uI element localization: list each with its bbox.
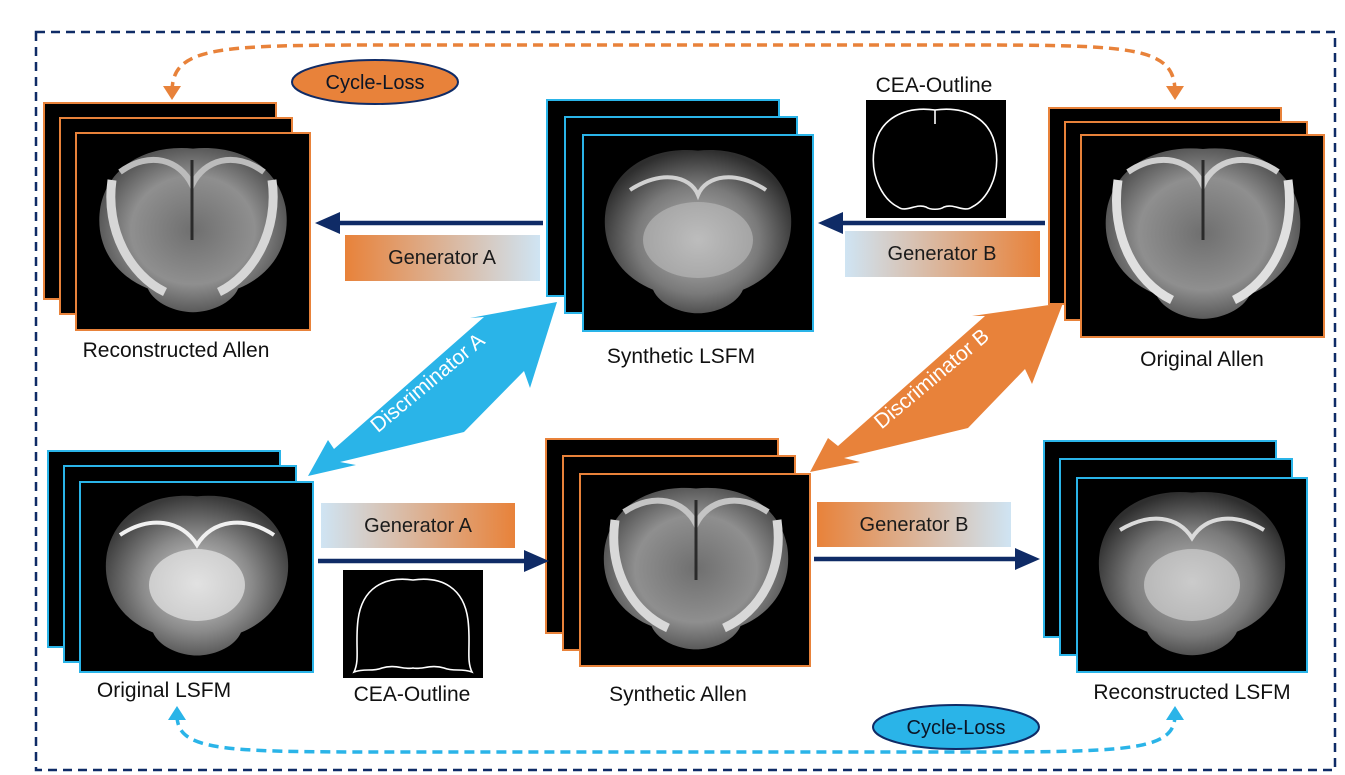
top-cycle-loss-arc xyxy=(170,43,1177,93)
bottom-cycle-loss-label: Cycle-Loss xyxy=(907,717,1006,739)
arrow-original-lsfm-to-synthetic-allen xyxy=(318,550,549,572)
outer-dashed-border xyxy=(34,30,1337,772)
generator-a-bottom-box: Generator A xyxy=(321,503,515,548)
cea-outline-bottom-image xyxy=(343,570,483,678)
cea-outline-top-image xyxy=(866,100,1006,218)
arrow-synthetic-lsfm-to-reconstructed-allen xyxy=(315,212,543,234)
reconstructed-lsfm-label: Reconstructed LSFM xyxy=(1093,681,1290,704)
reconstructed-allen-label: Reconstructed Allen xyxy=(83,339,270,362)
bottom-cycle-loss-oval: Cycle-Loss xyxy=(872,704,1040,750)
top-cycle-loss-label: Cycle-Loss xyxy=(326,72,425,94)
original-lsfm-brain-image xyxy=(105,495,289,656)
synthetic-lsfm-brain-image xyxy=(604,149,792,314)
original-allen-brain-image xyxy=(1105,148,1301,319)
original-allen-stack xyxy=(1048,107,1325,338)
reconstructed-allen-brain-image xyxy=(99,148,287,313)
reconstructed-lsfm-brain-image xyxy=(1098,492,1286,656)
generator-a-top-box: Generator A xyxy=(345,235,540,281)
arrow-synthetic-allen-to-reconstructed-lsfm xyxy=(814,548,1040,570)
generator-b-top-box: Generator B xyxy=(845,231,1040,277)
synthetic-allen-brain-image xyxy=(603,487,789,650)
reconstructed-lsfm-stack xyxy=(1043,440,1308,673)
discriminator-b-shape: Discriminator B xyxy=(810,303,1063,472)
bottom-cycle-arrowhead-left xyxy=(168,706,186,720)
arrow-original-allen-to-synthetic-lsfm xyxy=(818,212,1045,234)
bottom-cycle-arrowhead-right xyxy=(1166,706,1184,720)
generator-b-bottom-box: Generator B xyxy=(817,502,1011,547)
top-cycle-arrowhead-right xyxy=(1166,86,1184,100)
cea-outline-bottom-label: CEA-Outline xyxy=(354,683,471,706)
synthetic-lsfm-label: Synthetic LSFM xyxy=(607,345,755,368)
synthetic-allen-stack xyxy=(545,438,811,667)
original-lsfm-label: Original LSFM xyxy=(97,679,231,702)
synthetic-allen-label: Synthetic Allen xyxy=(609,683,747,706)
reconstructed-allen-stack xyxy=(43,102,311,331)
cea-outline-top-label: CEA-Outline xyxy=(876,74,993,97)
generator-b-bottom-label: Generator B xyxy=(860,514,969,536)
generator-a-bottom-label: Generator A xyxy=(364,515,473,537)
discriminator-a-shape: Discriminator A xyxy=(308,302,557,476)
synthetic-lsfm-stack xyxy=(546,99,814,332)
bottom-cycle-loss-arc xyxy=(175,714,1177,754)
original-lsfm-stack xyxy=(47,450,314,673)
top-cycle-arrowhead-left xyxy=(163,86,181,100)
generator-b-top-label: Generator B xyxy=(888,243,997,265)
top-cycle-loss-oval: Cycle-Loss xyxy=(291,59,459,105)
original-allen-label: Original Allen xyxy=(1140,348,1264,371)
generator-a-top-label: Generator A xyxy=(388,247,497,269)
